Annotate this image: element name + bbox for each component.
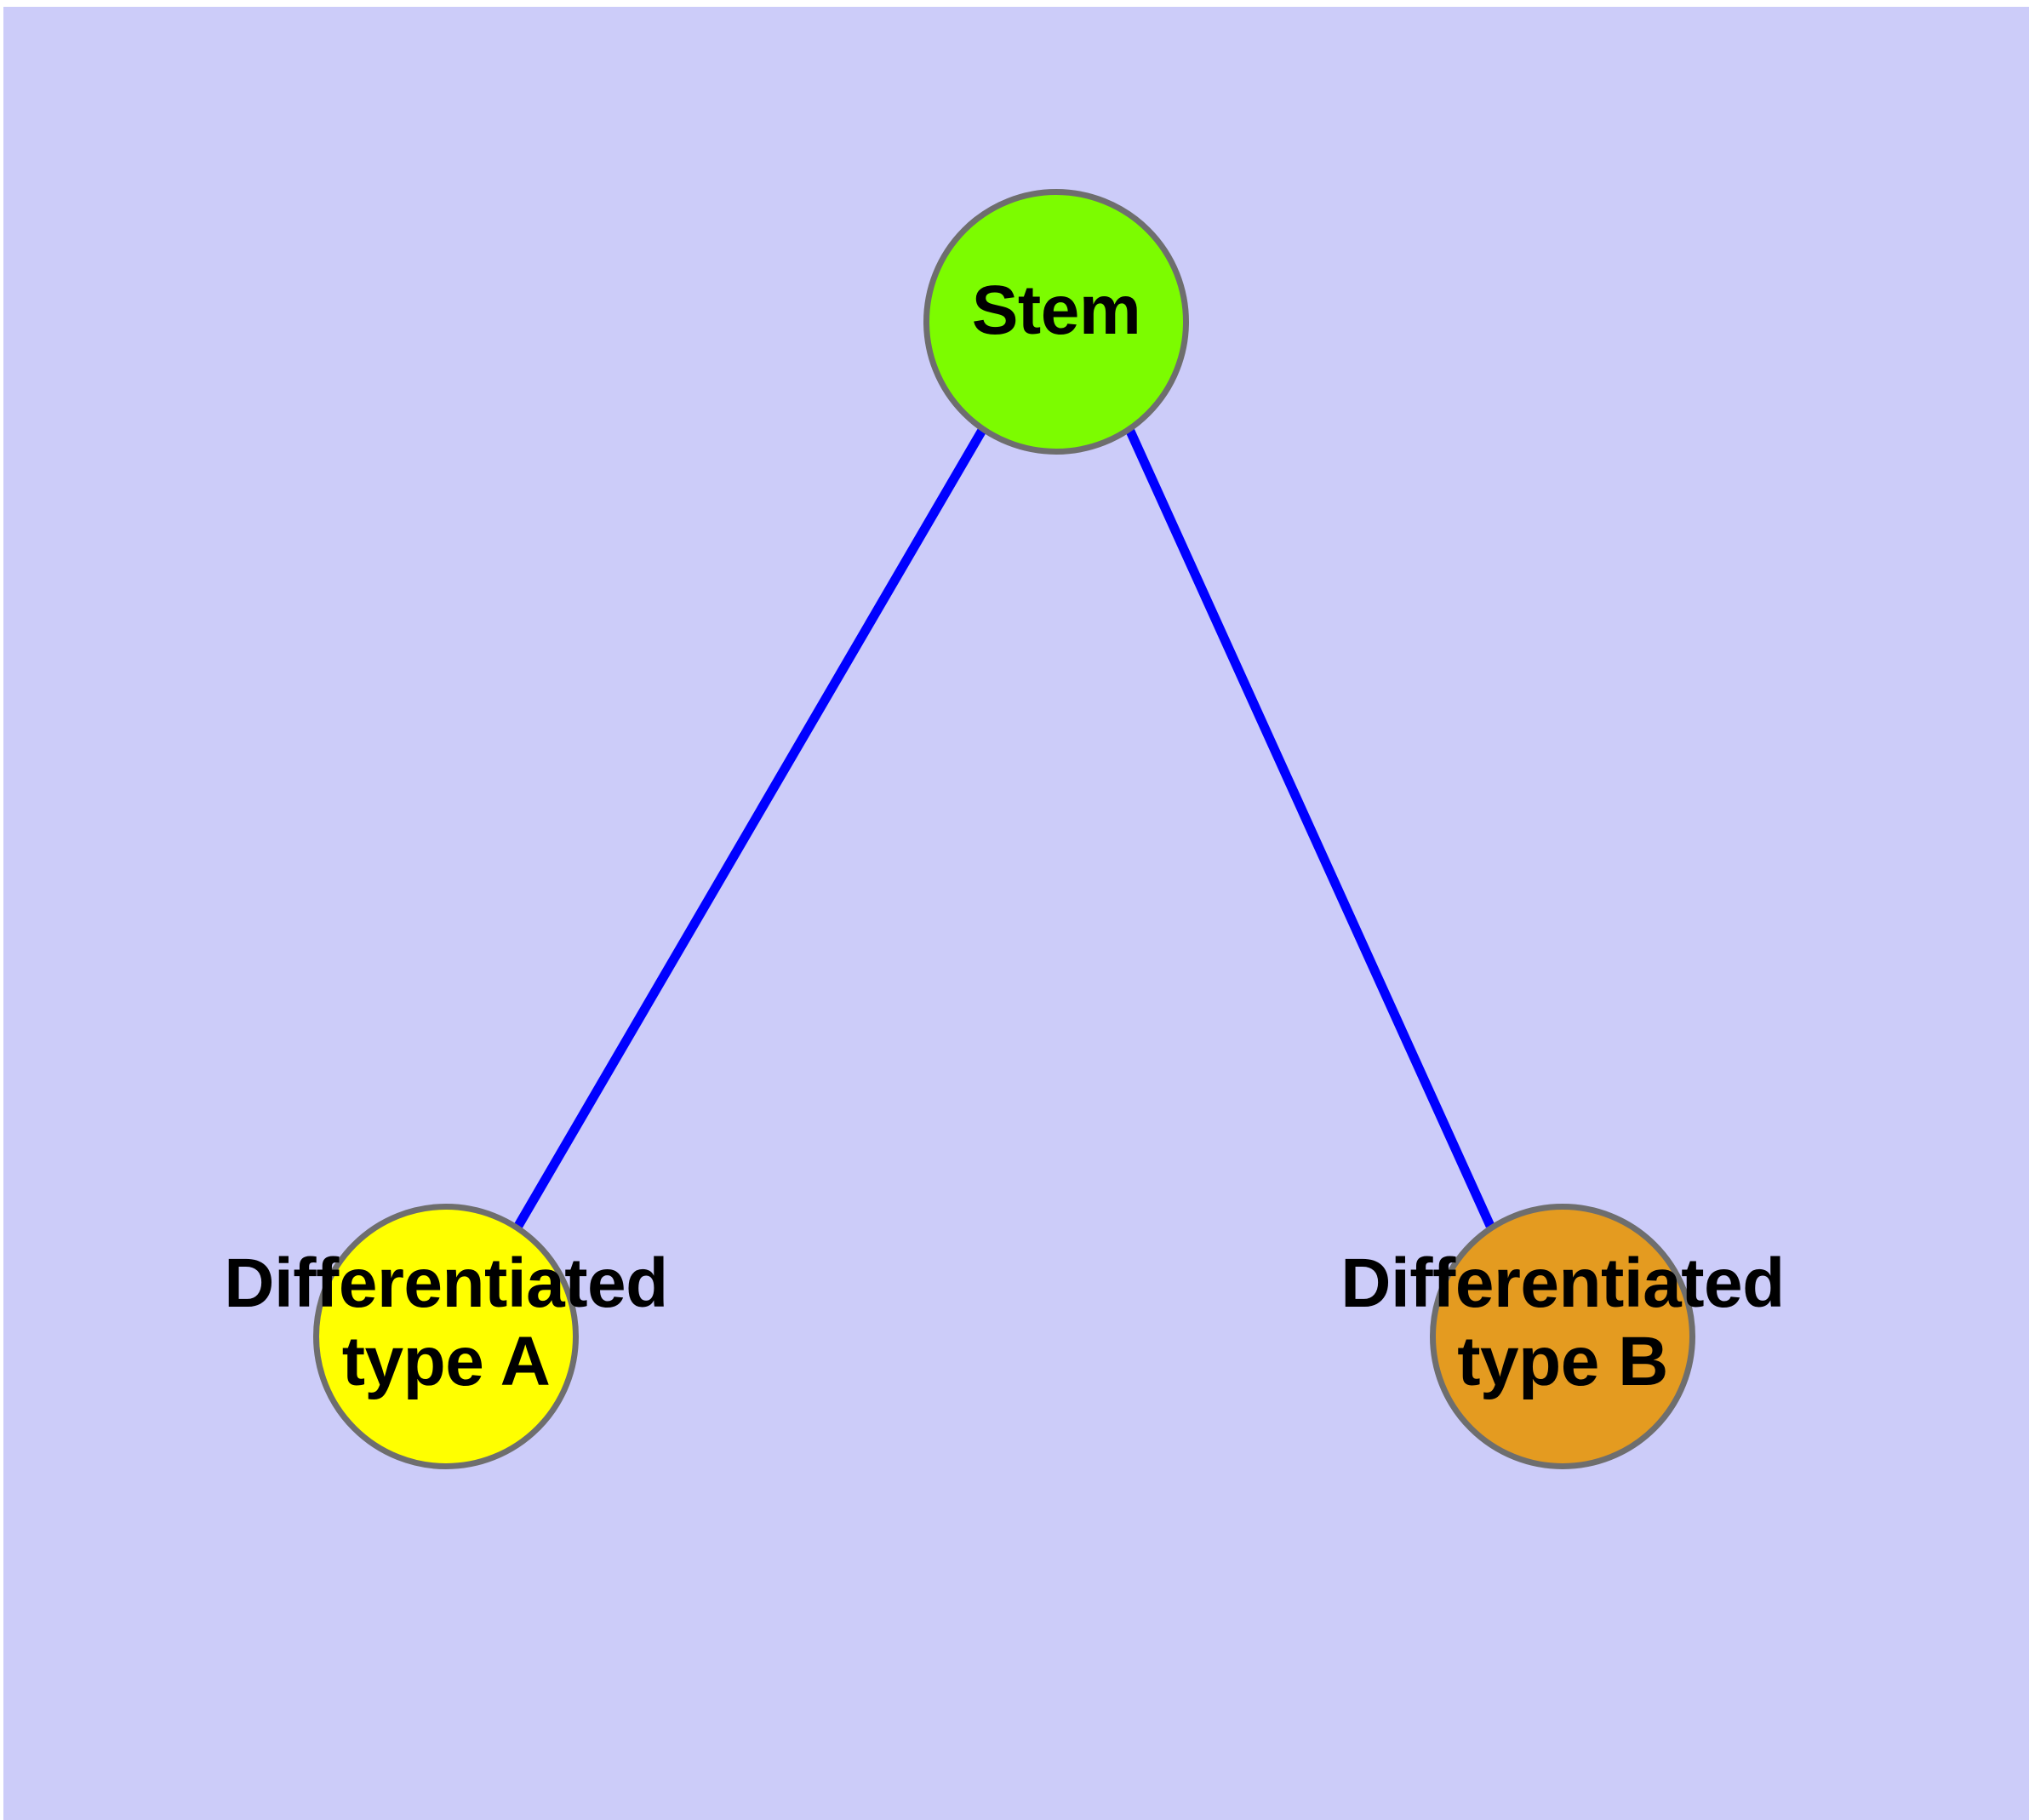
node-stem[interactable]: [923, 189, 1189, 455]
node-differentiated-type-b[interactable]: [1430, 1204, 1695, 1469]
node-differentiated-type-a[interactable]: [313, 1204, 579, 1469]
edge-stem-to-type-a: [514, 425, 988, 1228]
edge-layer: [514, 425, 1495, 1228]
edge-stem-to-type-b: [1123, 425, 1495, 1228]
graph-plot-area: Stem Differentiated type A Differentiate…: [3, 7, 2029, 1820]
